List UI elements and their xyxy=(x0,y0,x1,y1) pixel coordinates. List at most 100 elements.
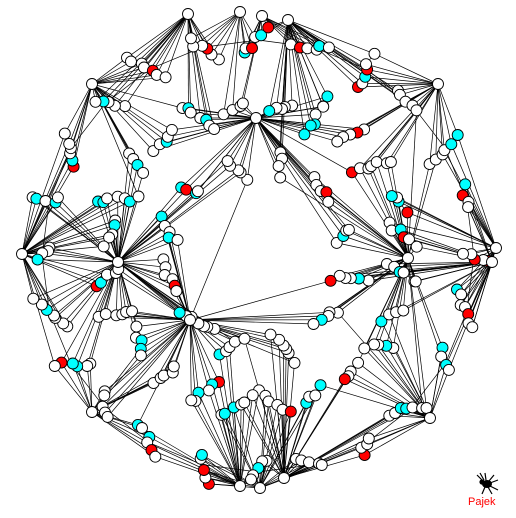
network-node[interactable] xyxy=(361,59,372,70)
network-node[interactable] xyxy=(40,196,51,207)
hub-node[interactable] xyxy=(185,315,196,326)
hub-node[interactable] xyxy=(255,483,266,494)
hub-node[interactable] xyxy=(113,257,124,268)
network-node-cyan[interactable] xyxy=(196,449,207,460)
network-node-cyan[interactable] xyxy=(299,129,310,140)
network-node[interactable] xyxy=(463,202,474,213)
network-node[interactable] xyxy=(310,390,321,401)
network-node[interactable] xyxy=(99,390,110,401)
network-node[interactable] xyxy=(456,289,467,300)
network-node[interactable] xyxy=(59,128,70,139)
network-node-cyan[interactable] xyxy=(386,191,397,202)
network-node[interactable] xyxy=(186,395,197,406)
network-node[interactable] xyxy=(398,267,409,278)
network-node[interactable] xyxy=(133,191,144,202)
network-node-red[interactable] xyxy=(181,184,192,195)
hub-node[interactable] xyxy=(183,9,194,20)
network-node[interactable] xyxy=(49,361,60,372)
network-node[interactable] xyxy=(371,157,382,168)
network-node[interactable] xyxy=(316,460,327,471)
hub-node[interactable] xyxy=(403,253,414,264)
network-node-red[interactable] xyxy=(325,275,336,286)
network-node[interactable] xyxy=(343,224,354,235)
network-node[interactable] xyxy=(385,157,396,168)
hub-node[interactable] xyxy=(487,257,498,268)
network-node[interactable] xyxy=(273,161,284,172)
network-node[interactable] xyxy=(247,390,258,401)
network-node[interactable] xyxy=(138,167,149,178)
network-node[interactable] xyxy=(203,385,214,396)
network-node[interactable] xyxy=(363,275,374,286)
hub-node[interactable] xyxy=(17,249,28,260)
network-node[interactable] xyxy=(102,193,113,204)
network-node[interactable] xyxy=(323,42,334,53)
network-node[interactable] xyxy=(353,357,364,368)
network-node-cyan[interactable] xyxy=(67,358,78,369)
network-node[interactable] xyxy=(98,241,109,252)
hub-node[interactable] xyxy=(87,407,98,418)
network-node[interactable] xyxy=(458,248,469,259)
network-node-red[interactable] xyxy=(198,465,209,476)
network-node[interactable] xyxy=(127,306,138,317)
network-node[interactable] xyxy=(171,286,182,297)
network-node[interactable] xyxy=(166,124,177,135)
hub-node[interactable] xyxy=(433,79,444,90)
network-node[interactable] xyxy=(120,101,131,112)
network-node[interactable] xyxy=(443,364,454,375)
network-node[interactable] xyxy=(185,107,196,118)
network-node[interactable] xyxy=(168,361,179,372)
network-node[interactable] xyxy=(265,329,276,340)
network-node-cyan[interactable] xyxy=(32,254,43,265)
hub-node[interactable] xyxy=(235,7,246,18)
network-node[interactable] xyxy=(90,96,101,107)
network-node[interactable] xyxy=(192,186,203,197)
network-node[interactable] xyxy=(323,196,334,207)
network-node-cyan[interactable] xyxy=(460,179,471,190)
network-node[interactable] xyxy=(246,474,257,485)
network-node[interactable] xyxy=(310,109,321,120)
network-node-red[interactable] xyxy=(321,187,332,198)
network-node-cyan[interactable] xyxy=(264,106,275,117)
network-node-cyan[interactable] xyxy=(315,380,326,391)
network-node[interactable] xyxy=(28,293,39,304)
network-node-cyan[interactable] xyxy=(452,130,463,141)
hub-node[interactable] xyxy=(491,243,502,254)
network-node[interactable] xyxy=(237,98,248,109)
network-node-red[interactable] xyxy=(339,374,350,385)
network-node[interactable] xyxy=(369,48,380,59)
hub-node[interactable] xyxy=(279,473,290,484)
network-node-red[interactable] xyxy=(402,207,413,218)
network-node[interactable] xyxy=(467,322,478,333)
network-node[interactable] xyxy=(64,138,75,149)
network-node[interactable] xyxy=(398,305,409,316)
hub-node[interactable] xyxy=(425,413,436,424)
network-node[interactable] xyxy=(150,451,161,462)
network-node-cyan[interactable] xyxy=(314,41,325,52)
network-node[interactable] xyxy=(363,433,374,444)
network-node[interactable] xyxy=(332,136,343,147)
network-node[interactable] xyxy=(160,72,171,83)
network-node[interactable] xyxy=(126,56,137,67)
network-node[interactable] xyxy=(52,192,63,203)
network-node[interactable] xyxy=(131,321,142,332)
network-node[interactable] xyxy=(411,241,422,252)
hub-node[interactable] xyxy=(283,15,294,26)
network-node-red[interactable] xyxy=(247,43,258,54)
network-node-red[interactable] xyxy=(285,406,296,417)
network-node[interactable] xyxy=(421,403,432,414)
network-node[interactable] xyxy=(239,333,250,344)
network-node[interactable] xyxy=(100,309,111,320)
network-node[interactable] xyxy=(137,423,148,434)
network-node[interactable] xyxy=(82,361,93,372)
hub-node[interactable] xyxy=(251,113,262,124)
network-node-cyan[interactable] xyxy=(322,91,333,102)
network-node[interactable] xyxy=(369,339,380,350)
network-node[interactable] xyxy=(275,172,286,183)
network-node[interactable] xyxy=(411,105,422,116)
network-node[interactable] xyxy=(410,276,421,287)
hub-node[interactable] xyxy=(87,79,98,90)
network-node[interactable] xyxy=(304,457,315,468)
network-node[interactable] xyxy=(102,411,113,422)
network-node-red[interactable] xyxy=(263,22,274,33)
network-node-cyan[interactable] xyxy=(174,307,185,318)
